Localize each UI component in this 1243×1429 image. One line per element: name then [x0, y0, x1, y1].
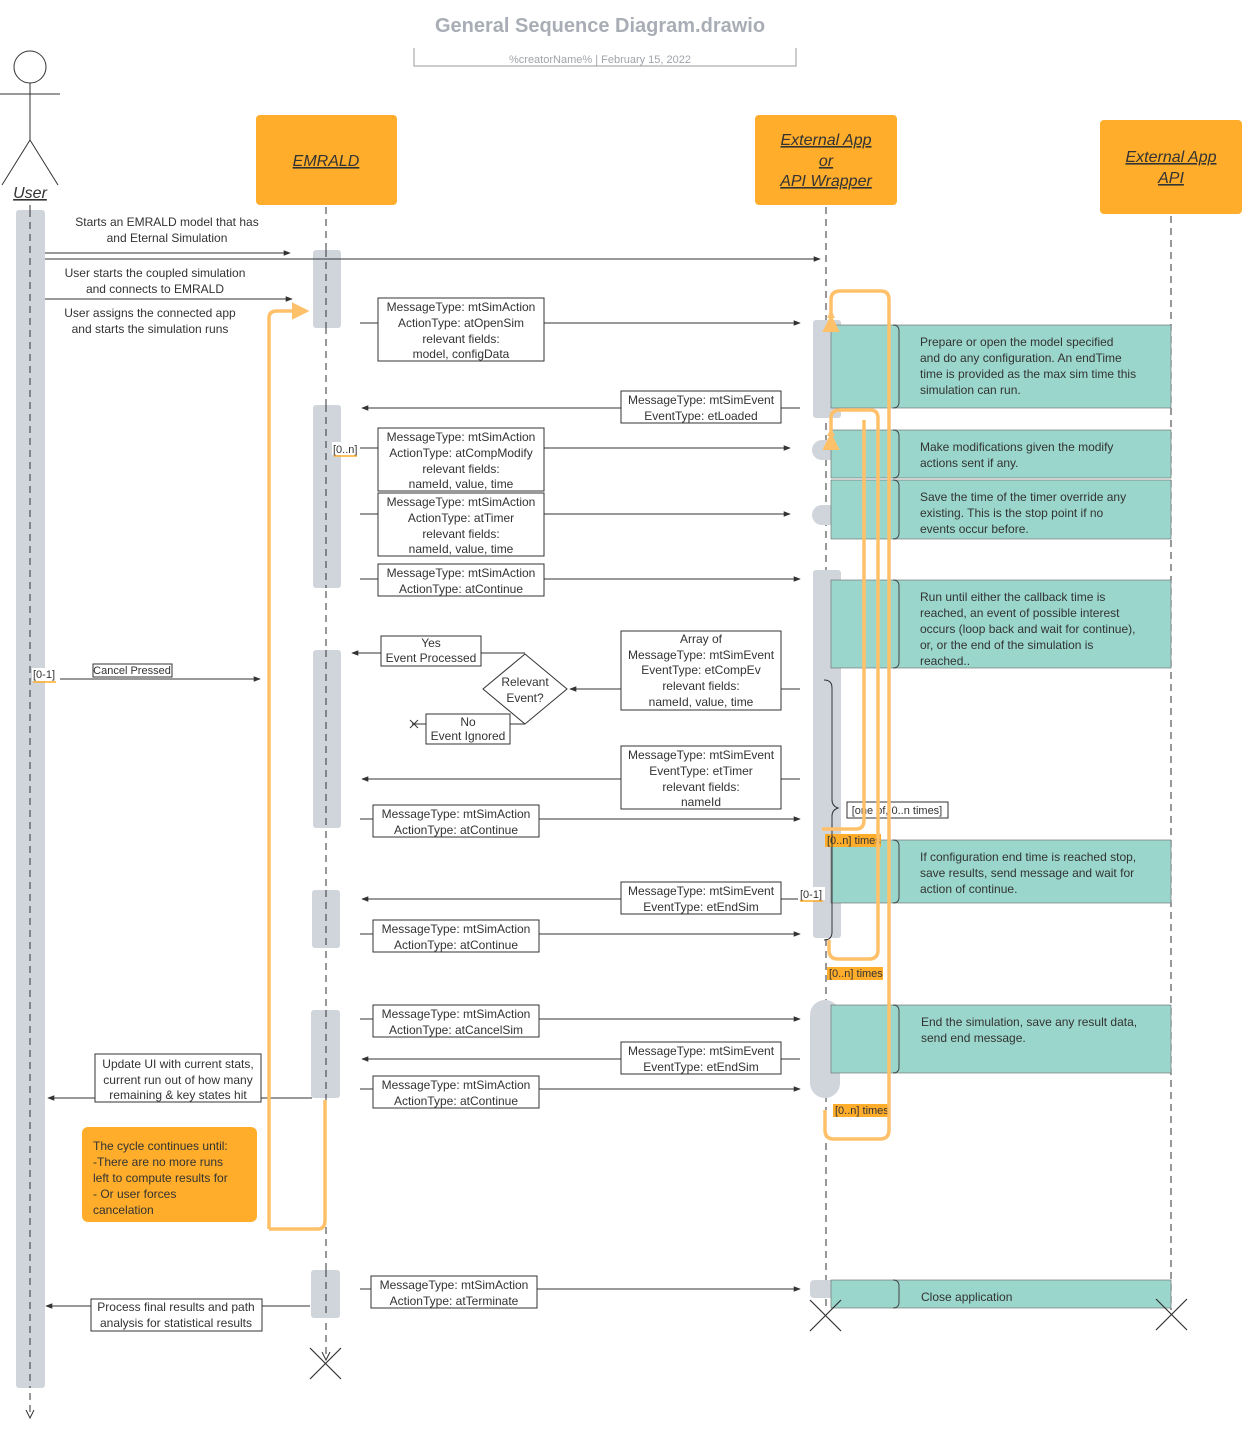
diagram-subtitle: %creatorName% | February 15, 2022 — [509, 54, 691, 66]
emrald-activation-5 — [311, 1010, 340, 1098]
user-lifeline-end-arrow — [25, 1409, 35, 1420]
diagram-title: General Sequence Diagram.drawio — [435, 15, 765, 37]
loop-lines — [267, 289, 891, 1231]
emrald-activation-1 — [313, 250, 341, 328]
wrapper-head-label-2: or — [819, 153, 834, 170]
emrald-lifeline-end-arrow — [321, 1351, 331, 1362]
guard-one-of: [one of, 0..n times] — [852, 805, 943, 817]
cycle-note: The cycle continues until: -There are no… — [93, 1139, 231, 1217]
guard-times-2: [0..n] times — [829, 968, 883, 980]
user-actor-icon — [0, 50, 60, 186]
user-actor-label: User — [13, 185, 47, 202]
guard-zero-one-end: [0-1] — [800, 889, 822, 901]
destroy-wrapper-icon — [809, 1299, 842, 1332]
destroy-emrald-icon — [309, 1347, 342, 1380]
guard-zero-one-user: [0-1] — [33, 669, 55, 681]
emrald-activation-2 — [313, 405, 341, 588]
api-head[interactable] — [1100, 120, 1242, 214]
guard-times-3: [0..n] times — [835, 1105, 889, 1117]
emrald-head[interactable] — [256, 115, 397, 205]
one-of-bracket — [823, 679, 840, 941]
note-end-simulation: End the simulation, save any result data… — [921, 1015, 1137, 1045]
note-close-app: Close application — [921, 1290, 1012, 1304]
guard-cancel-pressed: Cancel Pressed — [93, 665, 171, 677]
guard-times-1: [0..n] times — [827, 835, 881, 847]
no-cross-icon — [409, 719, 419, 729]
guard-zero-n: [0..n] — [333, 444, 357, 456]
api-head-label-2: API — [1157, 170, 1184, 187]
note-config-end: If configuration end time is reached sto… — [920, 850, 1136, 896]
cycle-note-box — [82, 1127, 257, 1222]
emrald-activation-3 — [313, 650, 341, 828]
subtitle-bracket — [413, 48, 797, 67]
box-update-ui: Update UI with current stats,current run… — [102, 1057, 253, 1102]
emrald-head-label: EMRALD — [293, 153, 360, 170]
destroy-api-icon — [1155, 1298, 1188, 1331]
wrapper-head-label-3: API Wrapper — [779, 173, 872, 190]
wrapper-head[interactable] — [755, 115, 897, 205]
decision-diamond[interactable] — [482, 653, 568, 725]
wrapper-head-label-1: External App — [780, 132, 871, 149]
api-head-label-1: External App — [1125, 149, 1216, 166]
